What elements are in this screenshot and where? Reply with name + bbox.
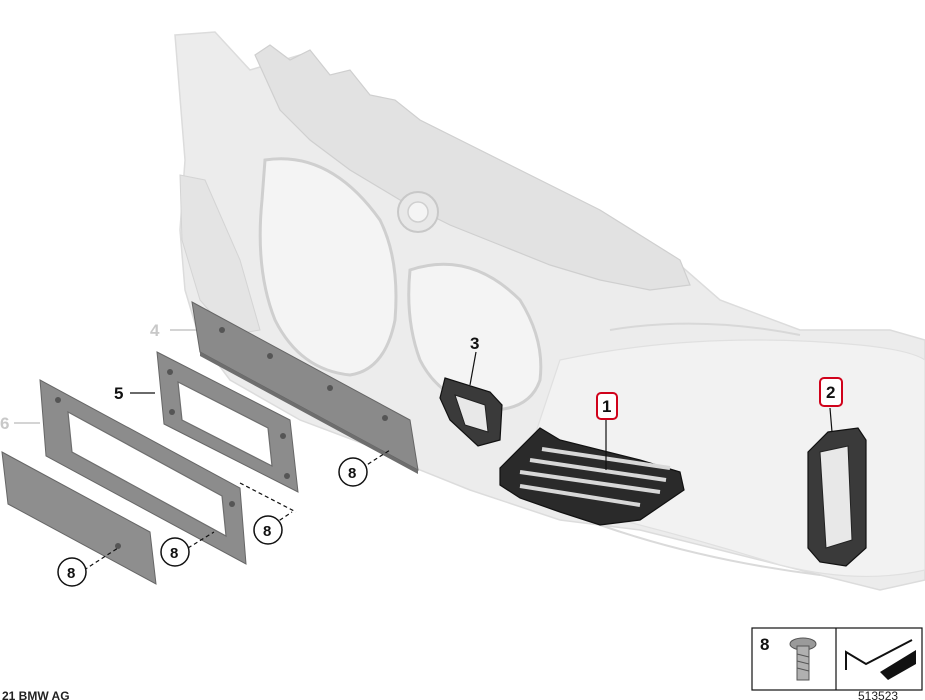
part-5-plate-bracket (156, 351, 299, 493)
callout-4[interactable]: 4 (150, 321, 160, 340)
lower-plate-strip (1, 451, 157, 585)
callout-8-d[interactable]: 8 (57, 557, 87, 587)
callout-3[interactable]: 3 (470, 334, 479, 353)
callout-1[interactable]: 1 (602, 397, 611, 416)
callout-2[interactable]: 2 (826, 383, 835, 402)
legend-box: 8 (751, 627, 923, 691)
screw-icon (789, 637, 817, 681)
svg-text:8: 8 (348, 465, 356, 482)
callout-8-b[interactable]: 8 (253, 515, 283, 545)
part-4-plate-base (191, 301, 419, 474)
installation-icon (845, 639, 916, 680)
callout-1-highlight (596, 392, 618, 420)
svg-text:8: 8 (170, 545, 178, 562)
diagram-id: 513523 (858, 689, 898, 700)
svg-text:8: 8 (263, 523, 271, 540)
leader-lines (14, 329, 833, 571)
callout-5[interactable]: 5 (114, 384, 123, 403)
svg-text:8: 8 (67, 565, 75, 582)
legend-part-number: 8 (760, 635, 769, 654)
callout-8-a[interactable]: 8 (338, 457, 368, 487)
copyright-text: 21 BMW AG (2, 689, 70, 700)
part-2-air-duct-frame (807, 427, 867, 567)
callout-6[interactable]: 6 (0, 414, 9, 433)
part-3-bracket (439, 377, 503, 447)
callout-8-c[interactable]: 8 (160, 537, 190, 567)
kidney-grille-frame (258, 157, 543, 412)
part-6-plate-frame (39, 379, 247, 565)
callout-2-highlight (819, 377, 843, 407)
